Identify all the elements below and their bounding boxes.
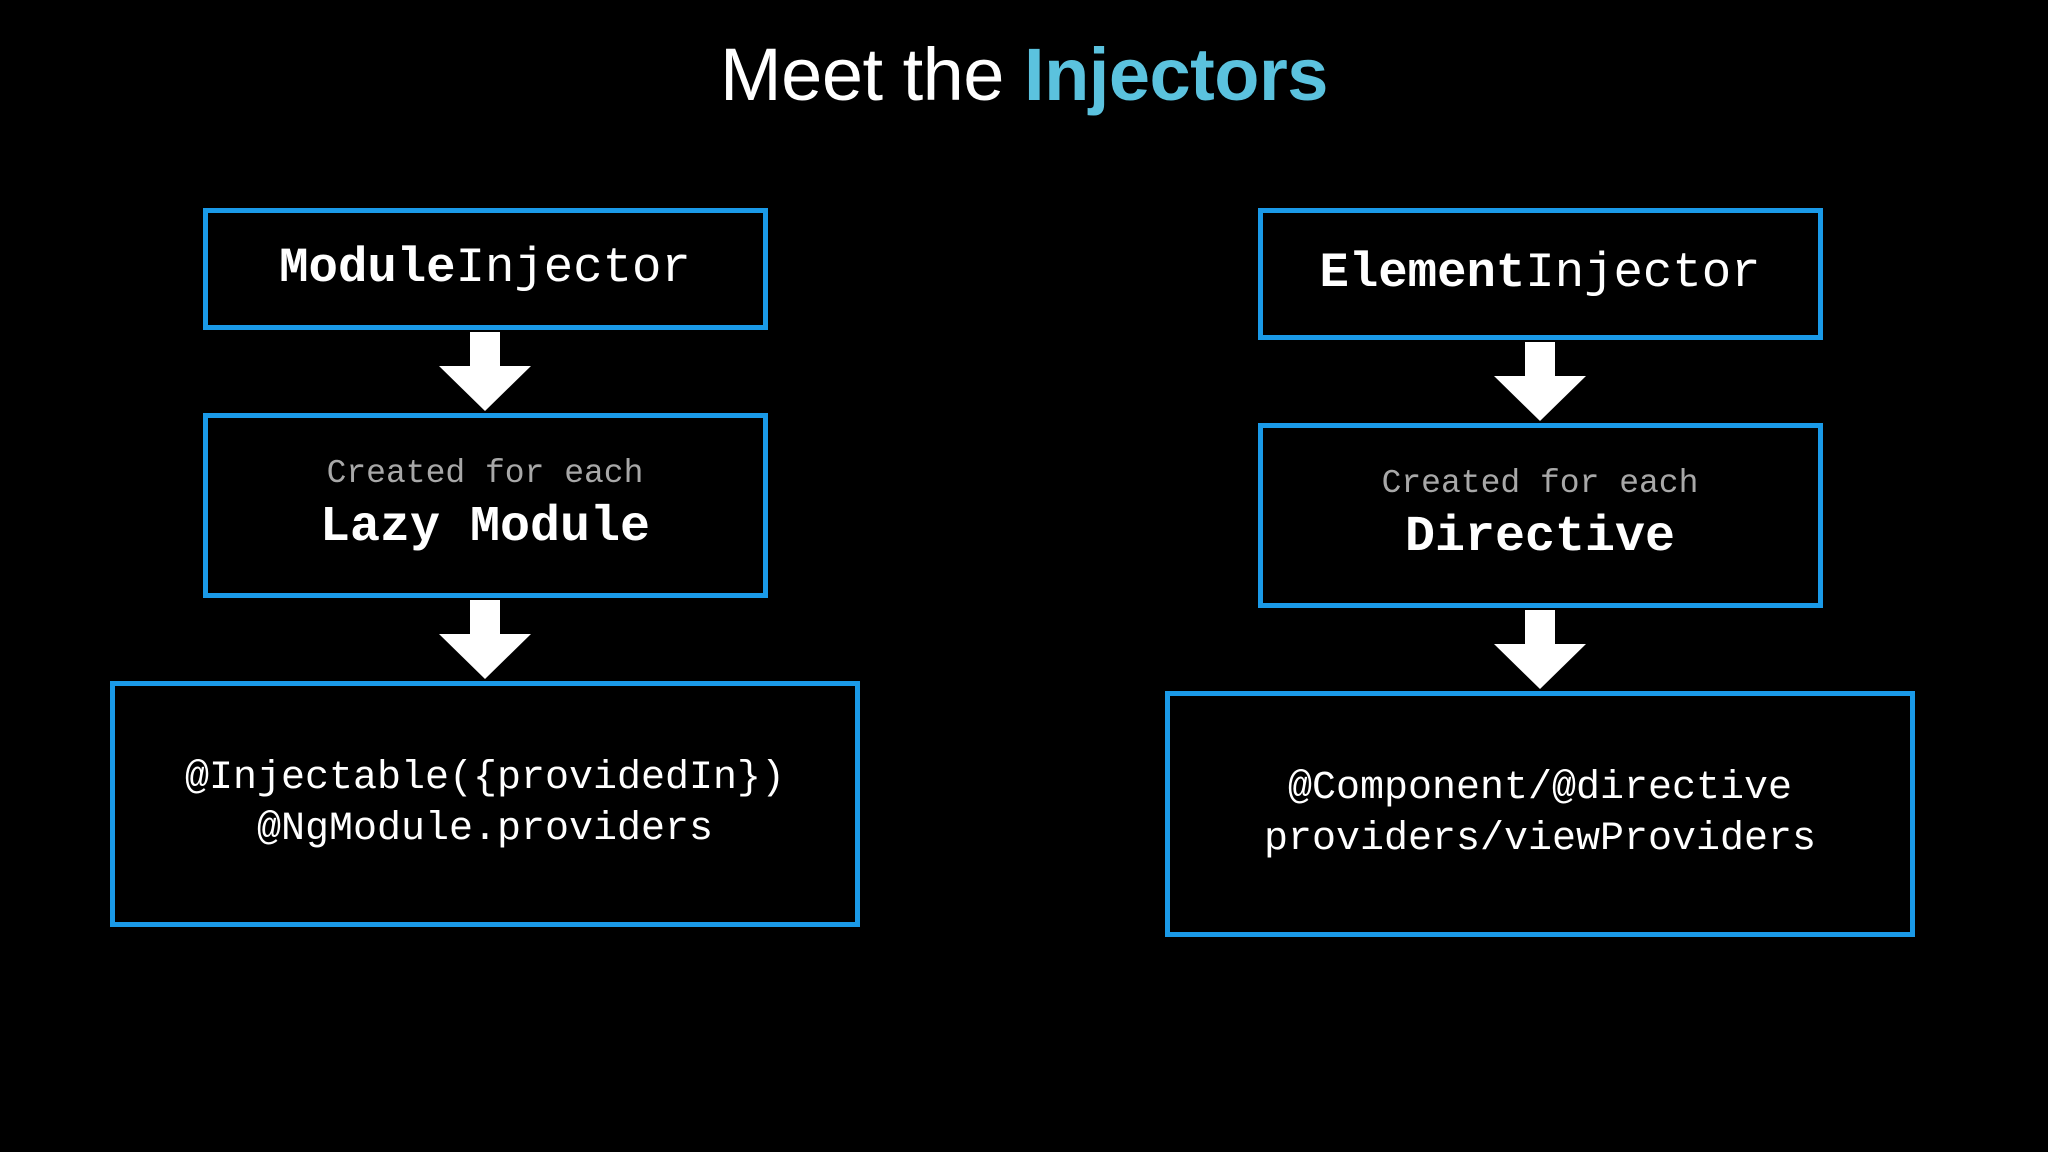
- page-title-accent: Injectors: [1024, 33, 1328, 116]
- arrow-down-icon: [437, 599, 533, 680]
- column-element-injector: ElementInjector Created for each Directi…: [1165, 208, 1915, 937]
- element-injector-bold: Element: [1319, 245, 1526, 302]
- module-injector-label: ModuleInjector: [279, 240, 691, 297]
- directive-box[interactable]: Created for each Directive: [1257, 423, 1823, 608]
- arrow-down-module-to-lazy: [110, 330, 860, 413]
- element-providers-line-2: providers/viewProviders: [1263, 817, 1817, 862]
- module-injector-plain: Injector: [455, 240, 691, 297]
- arrow-down-icon: [437, 331, 533, 412]
- arrow-down-icon: [1492, 609, 1588, 690]
- arrow-down-lazy-to-providers: [110, 598, 860, 681]
- column-module-injector: ModuleInjector Created for each Lazy Mod…: [110, 208, 860, 927]
- arrow-down-element-to-directive: [1165, 340, 1915, 423]
- element-injector-label: ElementInjector: [1319, 245, 1761, 302]
- page-title-plain: Meet the: [720, 33, 1025, 116]
- element-providers-box[interactable]: @Component/@directive providers/viewProv…: [1165, 691, 1915, 937]
- element-injector-box[interactable]: ElementInjector: [1257, 208, 1823, 340]
- lazy-module-scope-label: Created for each: [326, 454, 644, 492]
- module-providers-box[interactable]: @Injectable({providedIn}) @NgModule.prov…: [110, 681, 860, 927]
- module-injector-box[interactable]: ModuleInjector: [202, 208, 768, 330]
- element-providers-line-1: @Component/@directive: [1287, 765, 1793, 811]
- lazy-module-scope-value: Lazy Module: [319, 499, 651, 557]
- directive-scope-value: Directive: [1404, 509, 1676, 567]
- page-title: Meet the Injectors: [0, 38, 2048, 112]
- module-injector-bold: Module: [279, 240, 456, 297]
- lazy-module-box[interactable]: Created for each Lazy Module: [202, 413, 768, 598]
- module-providers-line-2: @NgModule.providers: [256, 807, 714, 852]
- arrow-down-icon: [1492, 341, 1588, 422]
- module-providers-line-1: @Injectable({providedIn}): [184, 755, 786, 801]
- arrow-down-directive-to-providers: [1165, 608, 1915, 691]
- directive-scope-label: Created for each: [1381, 464, 1699, 502]
- element-injector-plain: Injector: [1525, 245, 1761, 302]
